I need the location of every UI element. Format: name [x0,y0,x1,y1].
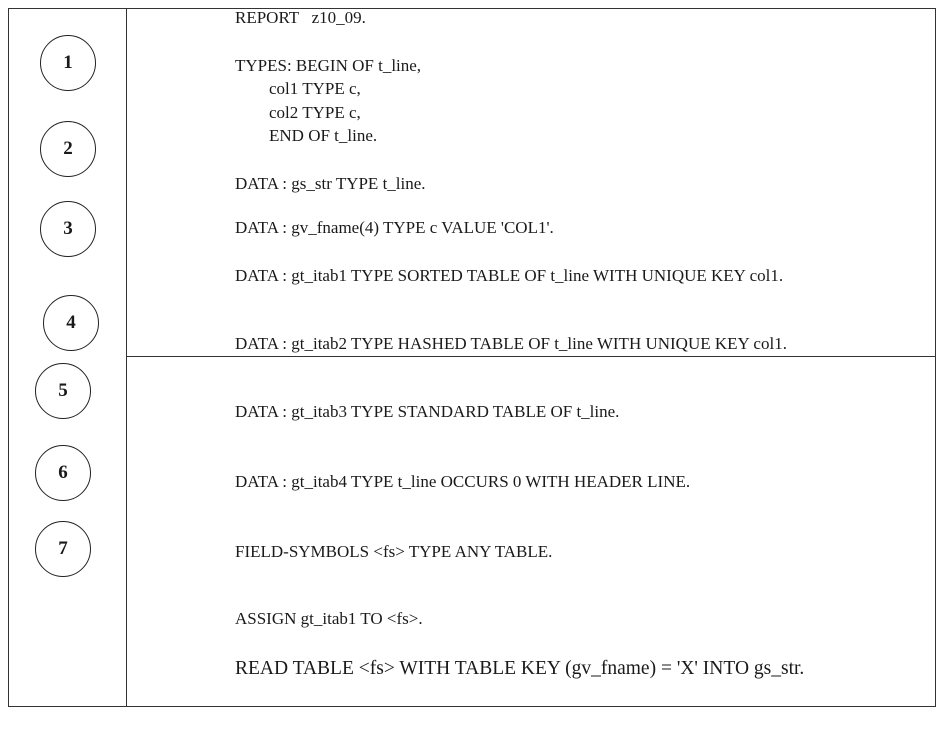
section-divider [126,356,935,357]
table-border-bottom [8,706,936,707]
code-data-itab1: DATA : gt_itab1 TYPE SORTED TABLE OF t_l… [235,266,784,285]
step-marker-1: 1 [40,35,96,91]
column-divider [126,8,127,707]
table-border-left [8,8,9,707]
code-data-itab4: DATA : gt_itab4 TYPE t_line OCCURS 0 WIT… [235,472,691,491]
code-data-fname: DATA : gv_fname(4) TYPE c VALUE 'COL1'. [235,218,554,237]
code-read-table: READ TABLE <fs> WITH TABLE KEY (gv_fname… [235,658,805,679]
step-marker-6: 6 [35,445,91,501]
step-marker-2: 2 [40,121,96,177]
code-data-str: DATA : gs_str TYPE t_line. [235,174,426,193]
step-marker-5: 5 [35,363,91,419]
code-data-itab2: DATA : gt_itab2 TYPE HASHED TABLE OF t_l… [235,334,787,353]
table-border-top [8,8,936,9]
step-marker-7: 7 [35,521,91,577]
code-report: REPORT z10_09. [235,8,366,27]
code-data-itab3: DATA : gt_itab3 TYPE STANDARD TABLE OF t… [235,402,620,421]
code-types-begin: TYPES: BEGIN OF t_line, [235,56,422,75]
code-field-col2: col2 TYPE c, [269,103,361,122]
code-assign: ASSIGN gt_itab1 TO <fs>. [235,609,423,628]
code-types-end: END OF t_line. [269,126,378,145]
code-field-col1: col1 TYPE c, [269,79,361,98]
code-field-symbols: FIELD-SYMBOLS <fs> TYPE ANY TABLE. [235,542,553,561]
step-marker-4: 4 [43,295,99,351]
step-marker-3: 3 [40,201,96,257]
table-border-right [935,8,936,707]
